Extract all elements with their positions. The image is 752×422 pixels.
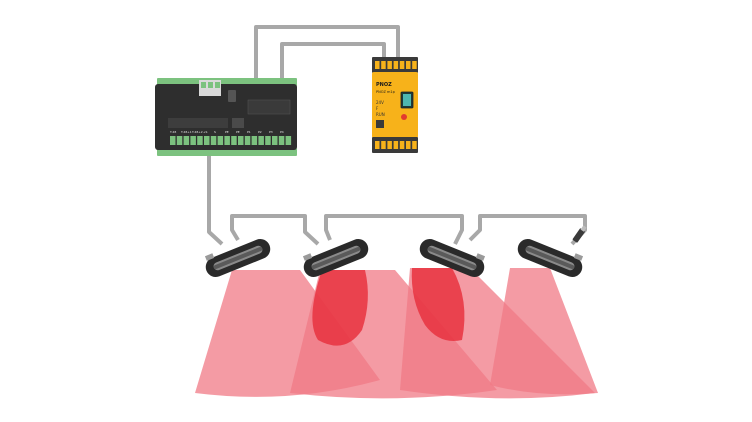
controller-right-connector — [247, 99, 291, 115]
relay-terminal-screw — [412, 141, 417, 149]
terminal-screw — [201, 82, 206, 88]
relay-chip-socket — [376, 120, 384, 128]
controller-terminal-label: T.48 — [169, 130, 176, 134]
controller-terminal-label: P2 — [258, 130, 262, 134]
controller-terminal — [197, 136, 203, 145]
termination-plug-icon — [572, 225, 587, 243]
controller-terminal — [238, 136, 244, 145]
controller-terminal — [272, 136, 278, 145]
relay-terminal-screw — [399, 141, 405, 149]
relay-top-screws — [375, 61, 417, 69]
controller-terminal — [278, 136, 285, 145]
sensor-1-connector — [204, 253, 215, 261]
controller-terminal-label: P3 — [269, 130, 273, 134]
controller-panel — [168, 118, 228, 128]
relay-terminal-screw — [412, 61, 417, 69]
controller-terminal-label: PE — [236, 130, 240, 134]
relay-brand-label: PNOZ — [376, 82, 392, 88]
relay-terminal-screw — [375, 61, 380, 69]
relay-terminal-screw — [406, 141, 411, 149]
controller-terminal — [258, 136, 264, 145]
controller-terminal-label: +S — [203, 130, 208, 134]
field-overlap-2 — [411, 268, 465, 341]
relay-terminal-screw — [381, 61, 386, 69]
relay-display-screen — [403, 94, 411, 106]
relay-terminal-screw — [387, 61, 392, 69]
relay-small-label: F — [376, 106, 379, 111]
terminal-screw — [208, 82, 213, 88]
relay-terminal-screw — [406, 61, 411, 69]
controller-terminal-label: T.48+2 — [191, 130, 203, 134]
controller-terminal — [231, 136, 237, 145]
relay-terminal-screw — [393, 61, 399, 69]
field-overlap-1 — [312, 270, 368, 346]
relay-terminal-screw — [381, 141, 386, 149]
relay-terminal-screw — [387, 141, 392, 149]
cable-controller-relay-inner — [280, 42, 386, 100]
relay-bottom-screws — [375, 141, 417, 149]
sensor-2-connector — [302, 253, 313, 261]
controller-terminal — [217, 136, 224, 145]
sensor-3-connector — [475, 253, 486, 261]
controller-terminal — [204, 136, 210, 145]
detection-fields — [195, 268, 598, 399]
controller-terminal — [244, 136, 251, 145]
cable-controller-relay-outer — [254, 25, 400, 100]
controller-terminal-label: T.48+1 — [180, 130, 192, 134]
controller-panel — [232, 118, 244, 128]
controller-terminal-label: PE — [225, 130, 229, 134]
relay-model-label: PNOZ m1p — [376, 90, 396, 94]
controller-terminal — [190, 136, 196, 145]
controller-status-led — [228, 90, 236, 102]
relay-small-label: RUN — [376, 112, 385, 117]
controller-terminal — [285, 136, 292, 145]
cable-controller-sensor-1 — [207, 148, 224, 246]
safety-relay: PNOZ PNOZ m1p 24V F RUN — [372, 57, 418, 153]
controller-terminal — [251, 136, 258, 145]
controller-terminal — [265, 136, 271, 145]
controller-terminal-label: S — [214, 130, 216, 134]
cables — [207, 25, 587, 246]
controller-bottom-terminals — [170, 136, 292, 145]
controller-terminal — [183, 136, 190, 145]
controller-terminal — [170, 136, 176, 145]
cable-sensor-1-2 — [230, 214, 320, 246]
controller-terminal-label: P4 — [280, 130, 284, 134]
controller-terminal — [224, 136, 230, 145]
sensor-2 — [302, 239, 369, 277]
cable-sensor-2-3 — [324, 214, 464, 245]
sensor-1 — [204, 239, 271, 277]
relay-terminal-screw — [393, 141, 399, 149]
controller-terminal-label: P1 — [247, 130, 251, 134]
sensor-4-connector — [573, 253, 584, 261]
terminal-screw — [215, 82, 220, 88]
controller-terminal — [210, 136, 217, 145]
detection-field-4 — [490, 268, 598, 395]
relay-small-label: 24V — [376, 100, 384, 105]
sensor-3 — [419, 239, 486, 277]
relay-terminal-screw — [375, 141, 380, 149]
sensors — [204, 225, 587, 277]
relay-terminal-screw — [399, 61, 405, 69]
relay-reset-button[interactable] — [401, 114, 407, 120]
sensor-4 — [517, 239, 584, 277]
controller-terminal — [176, 136, 183, 145]
